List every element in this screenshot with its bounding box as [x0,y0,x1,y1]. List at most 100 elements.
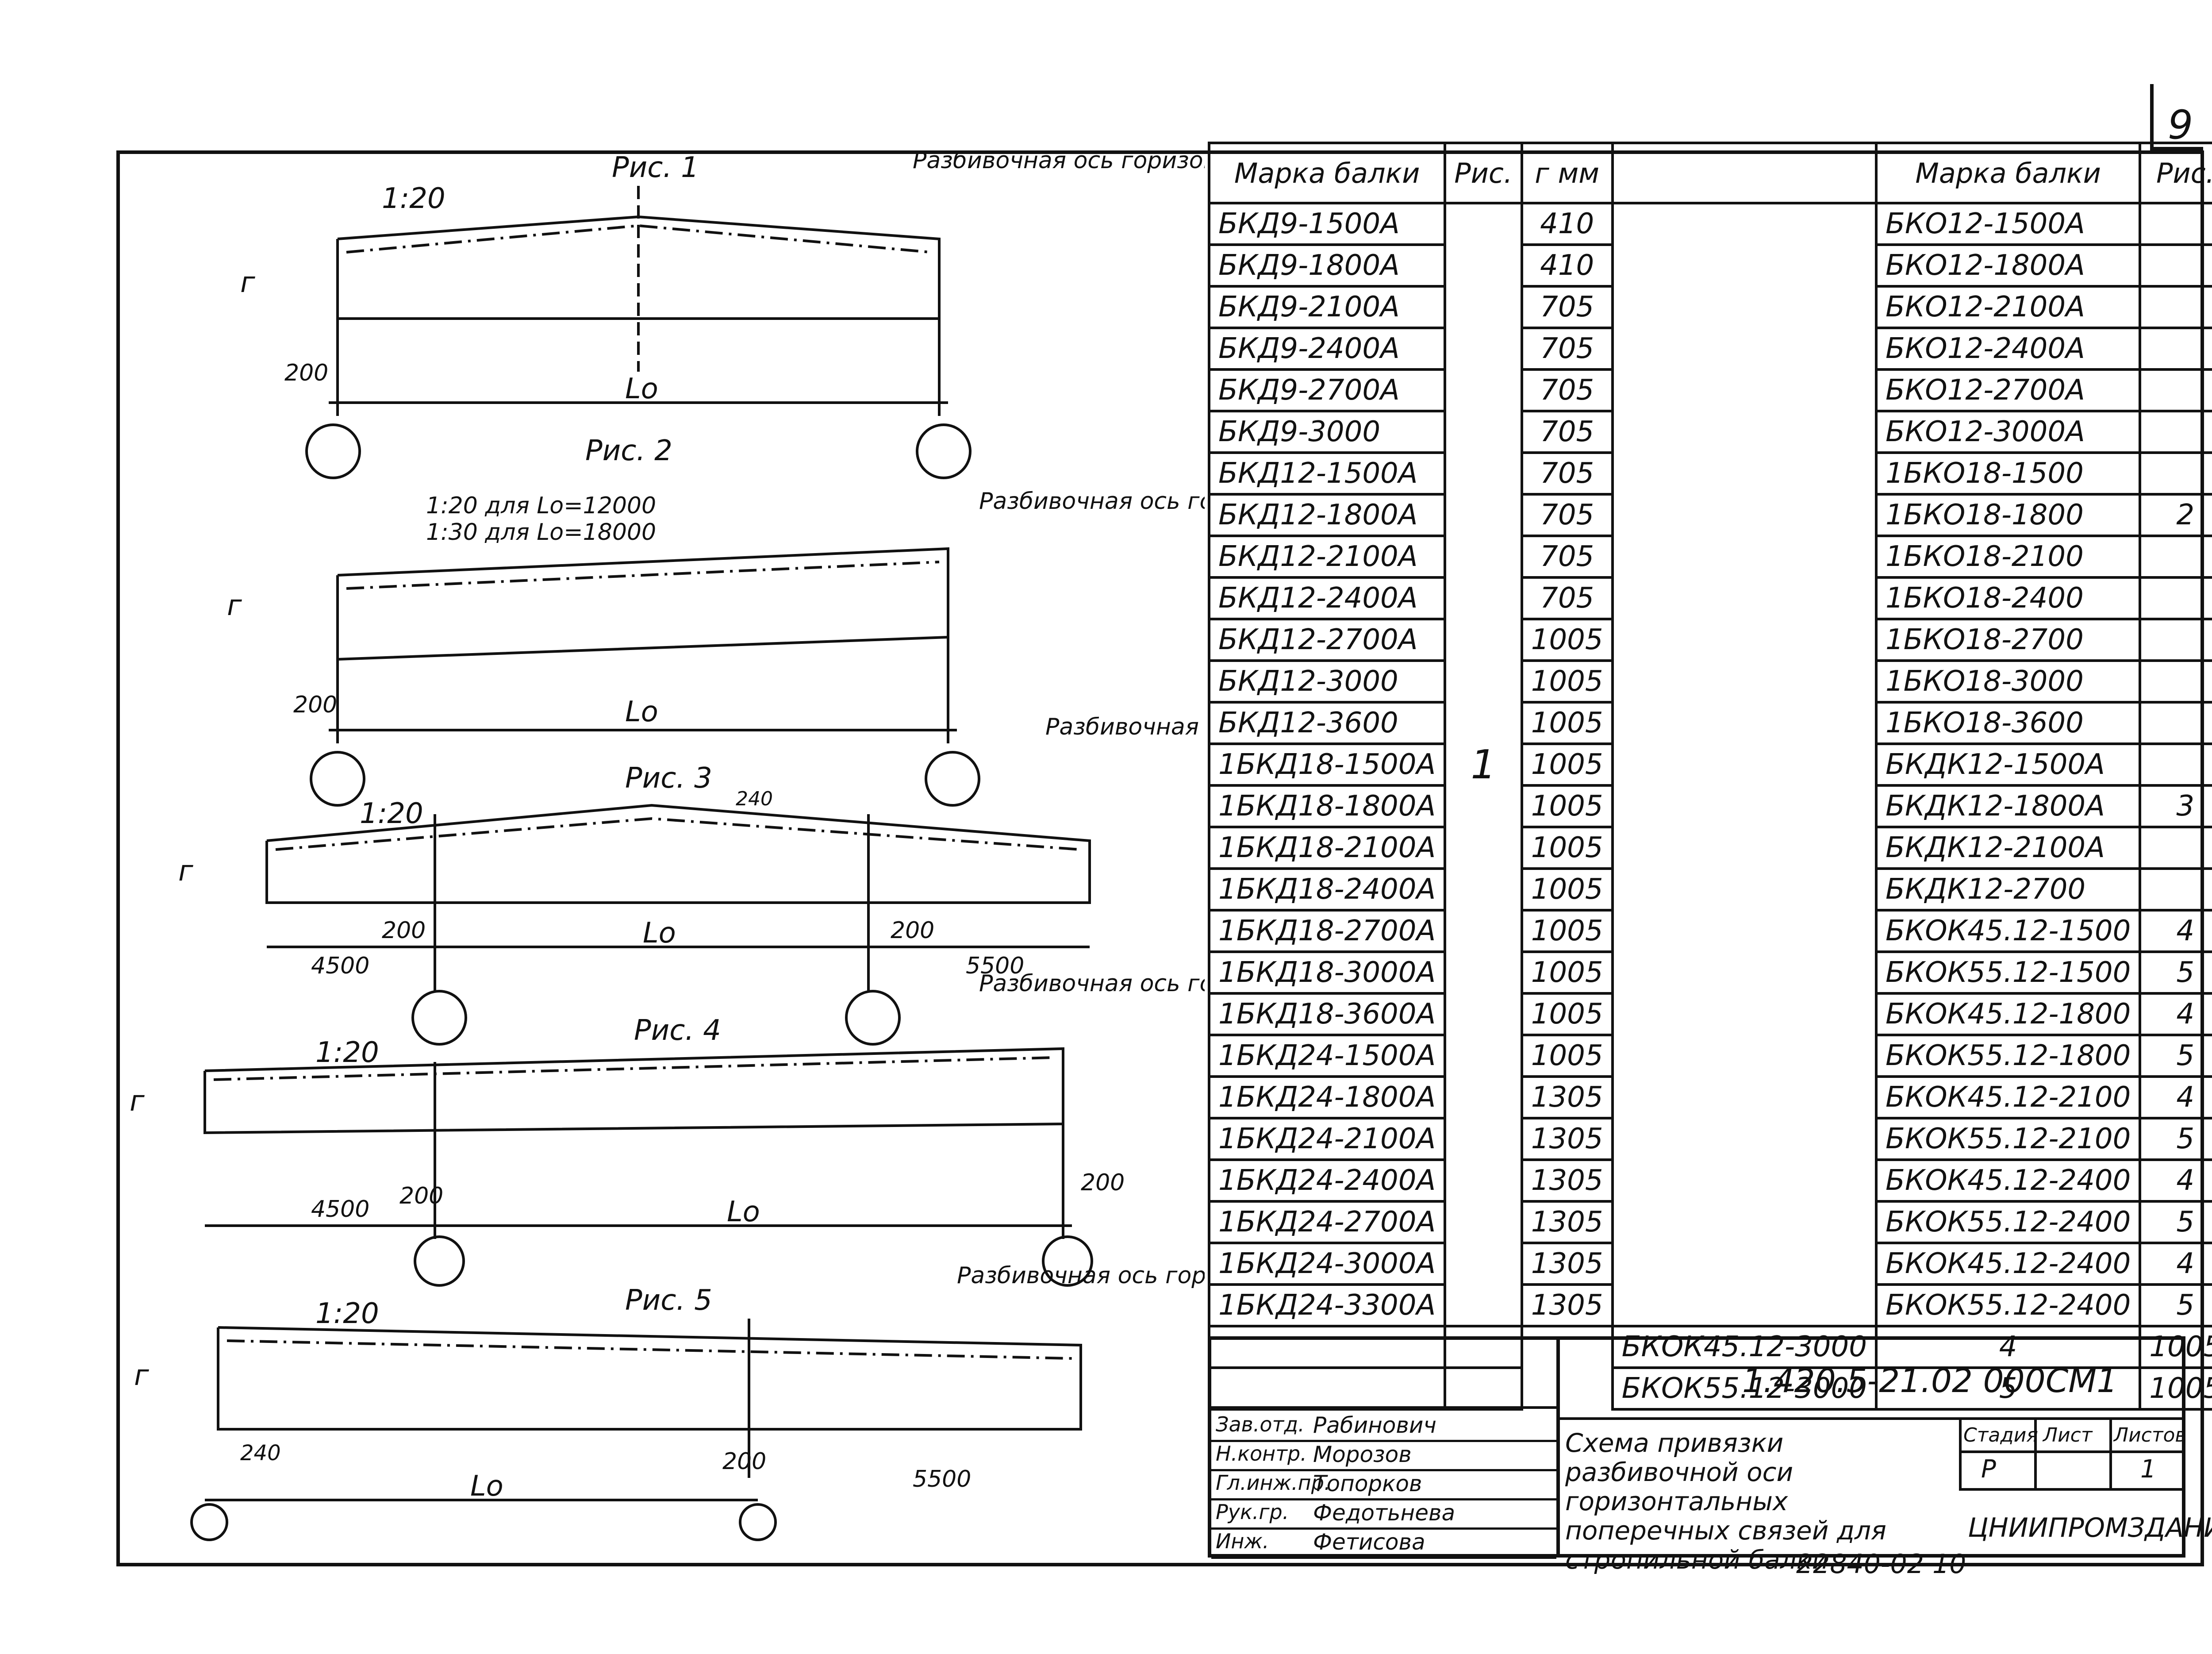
mark-cell: БКОК55.12-2100 [1874,1117,2142,1161]
mark-cell: БКОК45.12-1500 [1874,909,2142,953]
g-cell: 705 [1520,451,1614,496]
figure-1-dim-g: г [240,266,255,299]
fig-cell [2139,327,2212,371]
fig-cell [2139,618,2212,662]
g-cell: 705 [1520,368,1614,412]
mark-cell: 1БКД18-2100А [1207,826,1447,870]
g-cell: 1305 [1520,1075,1614,1119]
fig-cell: 5 [2139,1034,2212,1078]
g-cell: 410 [1520,243,1614,288]
mark-cell: 1БКД24-2700А [1207,1200,1447,1244]
fig-cell: 2 [2139,493,2212,537]
mark-cell: БКО12-1800А [1874,243,2142,288]
mark-cell: 1БКД18-3000А [1207,950,1447,995]
figure-1-dim-200: 200 [284,360,328,386]
figure-5-drawing [190,1319,1082,1541]
g-cell: 1005 [1520,618,1614,662]
table-separator [1611,453,1878,494]
fig-cell: 5 [2139,950,2212,995]
figure-5-dim-240: 240 [240,1441,281,1466]
g-cell: 1005 [1520,742,1614,787]
table-separator [1611,952,1878,993]
signature-name: Фетисова [1313,1529,1425,1555]
g-cell: 705 [1520,576,1614,620]
table-separator [1611,785,1878,827]
fig-cell [2139,659,2212,704]
fig-cell: 4 [2139,992,2212,1036]
figure-3-dim-4500: 4500 [311,953,369,979]
mark-cell: 1БКО18-3000 [1874,659,2142,704]
header-fig-left: Рис. [1444,142,1523,204]
figure-3-dim-5500: 5500 [966,953,1024,979]
figure-3-dim-200-b: 200 [891,917,934,944]
figure-1-slope: 1:20 [382,182,445,215]
table-separator [1611,910,1878,952]
fig-cell [2139,410,2212,454]
fig-cell [2139,368,2212,412]
g-cell: 1305 [1520,1200,1614,1244]
mark-cell: БКД12-2100А [1207,535,1447,579]
table-separator [1611,286,1878,328]
table-row: БКОК55.12-300051005 [1207,1366,2212,1411]
figure-5-label: Рис. 5 [625,1284,712,1317]
figure-3-dim-g: г [178,855,193,888]
fig-cell [2139,285,2212,329]
fig-cell [2139,867,2212,912]
signature-role: Инж. [1216,1529,1269,1553]
sheets-label: Листов [2114,1424,2187,1446]
mark-cell: 1БКО18-2700 [1874,618,2142,662]
mark-cell: БКОК55.12-3000 [1611,1366,1878,1411]
table-separator [1611,993,1878,1035]
page-number: 9 [2168,102,2193,148]
fig-cell: 3 [2139,784,2212,828]
header-mark-left: Марка балки [1207,142,1447,204]
g-cell: 705 [1520,493,1614,537]
figure-2-axis-label: Разбивочная ось горизонтальных связей [979,488,1205,515]
mark-cell: 1БКД24-2400А [1207,1158,1447,1203]
table-separator [1611,1285,1878,1326]
mark-cell: БКД12-3000 [1207,659,1447,704]
g-cell: 1005 [1520,701,1614,745]
g-cell: 1305 [1520,1283,1614,1327]
mark-cell: 1БКО18-2400 [1874,576,2142,620]
table-separator [1611,328,1878,369]
figure-4-axis-label: Разбивочная ось горизонтальных связей [979,970,1205,997]
mark-cell: БКО12-3000А [1874,410,2142,454]
mark-cell: БКОК45.12-1800 [1874,992,2142,1036]
g-cell: 705 [1520,285,1614,329]
figure-3-drawing [265,804,1091,1046]
g-cell: 410 [1520,202,1614,246]
document-code: 1.420.5-21.02 000СМ1 [1742,1362,2118,1400]
figure-3-dim-lo: Lo [643,917,676,950]
g-cell: 1005 [1520,909,1614,953]
mark-cell: БКД12-2700А [1207,618,1447,662]
mark-cell: БКОК55.12-2400 [1874,1283,2142,1327]
signature-name: Топорков [1313,1471,1422,1496]
figure-4-dim-g: г [130,1085,145,1118]
table-separator [1611,869,1878,910]
g-cell [1444,1325,1523,1369]
table-separator [1611,661,1878,702]
figure-5-dim-200: 200 [722,1448,766,1475]
signature-row: Гл.инж.пр.Топорков [1211,1469,1556,1500]
g-cell: 1305 [1520,1117,1614,1161]
table-row: БКОК45.12-300041005 [1207,1325,2212,1369]
mark-cell: БКОК45.12-2100 [1874,1075,2142,1119]
mark-cell: БКОК45.12-2400 [1874,1242,2142,1286]
figure-2-dim-200: 200 [293,692,337,718]
table-separator [1611,203,1878,245]
table-separator [1611,245,1878,286]
mark-cell: 1БКО18-1800 [1874,493,2142,537]
mark-cell: 1БКД24-2100А [1207,1117,1447,1161]
figure-5-slope: 1:20 [315,1297,379,1330]
